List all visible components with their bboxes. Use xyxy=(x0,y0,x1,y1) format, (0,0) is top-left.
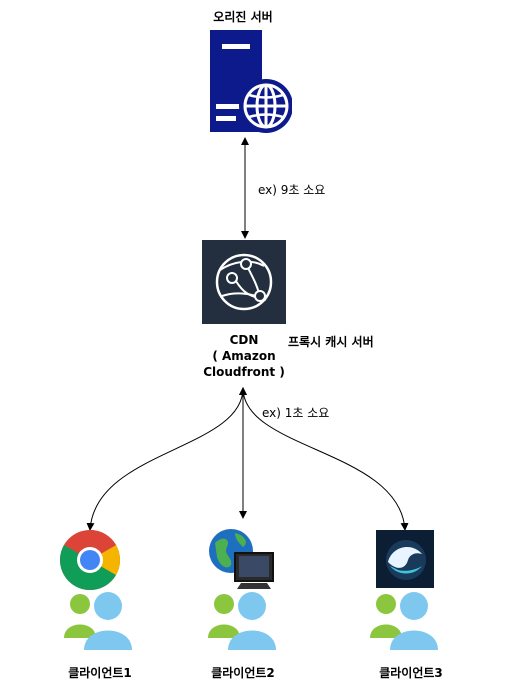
user-group-icon-2 xyxy=(208,592,276,650)
cdn-label-line2: ( Amazon xyxy=(212,349,276,363)
ie-globe-monitor-icon xyxy=(209,529,274,589)
cdn-label-line3: Cloudfront ) xyxy=(203,365,285,379)
chrome-icon xyxy=(59,530,121,591)
cdn-label-line1: CDN xyxy=(229,333,259,347)
client1-label: 클라이언트1 xyxy=(68,666,132,680)
client3-label: 클라이언트3 xyxy=(379,666,443,680)
cdn-clients-edge-label: ex) 1초 소요 xyxy=(262,406,330,420)
server-icon xyxy=(210,30,292,133)
user-group-icon-1 xyxy=(64,592,132,650)
client2-label: 클라이언트2 xyxy=(211,666,275,680)
origin-cdn-edge-label: ex) 9초 소요 xyxy=(258,183,326,197)
whale-browser-icon xyxy=(376,530,434,588)
user-group-icon-3 xyxy=(370,592,438,650)
cdn-client3-edge xyxy=(242,387,409,531)
cloudfront-icon xyxy=(202,240,286,324)
cdn-client1-edge xyxy=(86,387,247,531)
origin-server-label: 오리진 서버 xyxy=(213,10,273,24)
cdn-label: CDN ( Amazon Cloudfront ) xyxy=(203,332,285,380)
proxy-cache-server-label: 프록시 캐시 서버 xyxy=(288,335,374,349)
